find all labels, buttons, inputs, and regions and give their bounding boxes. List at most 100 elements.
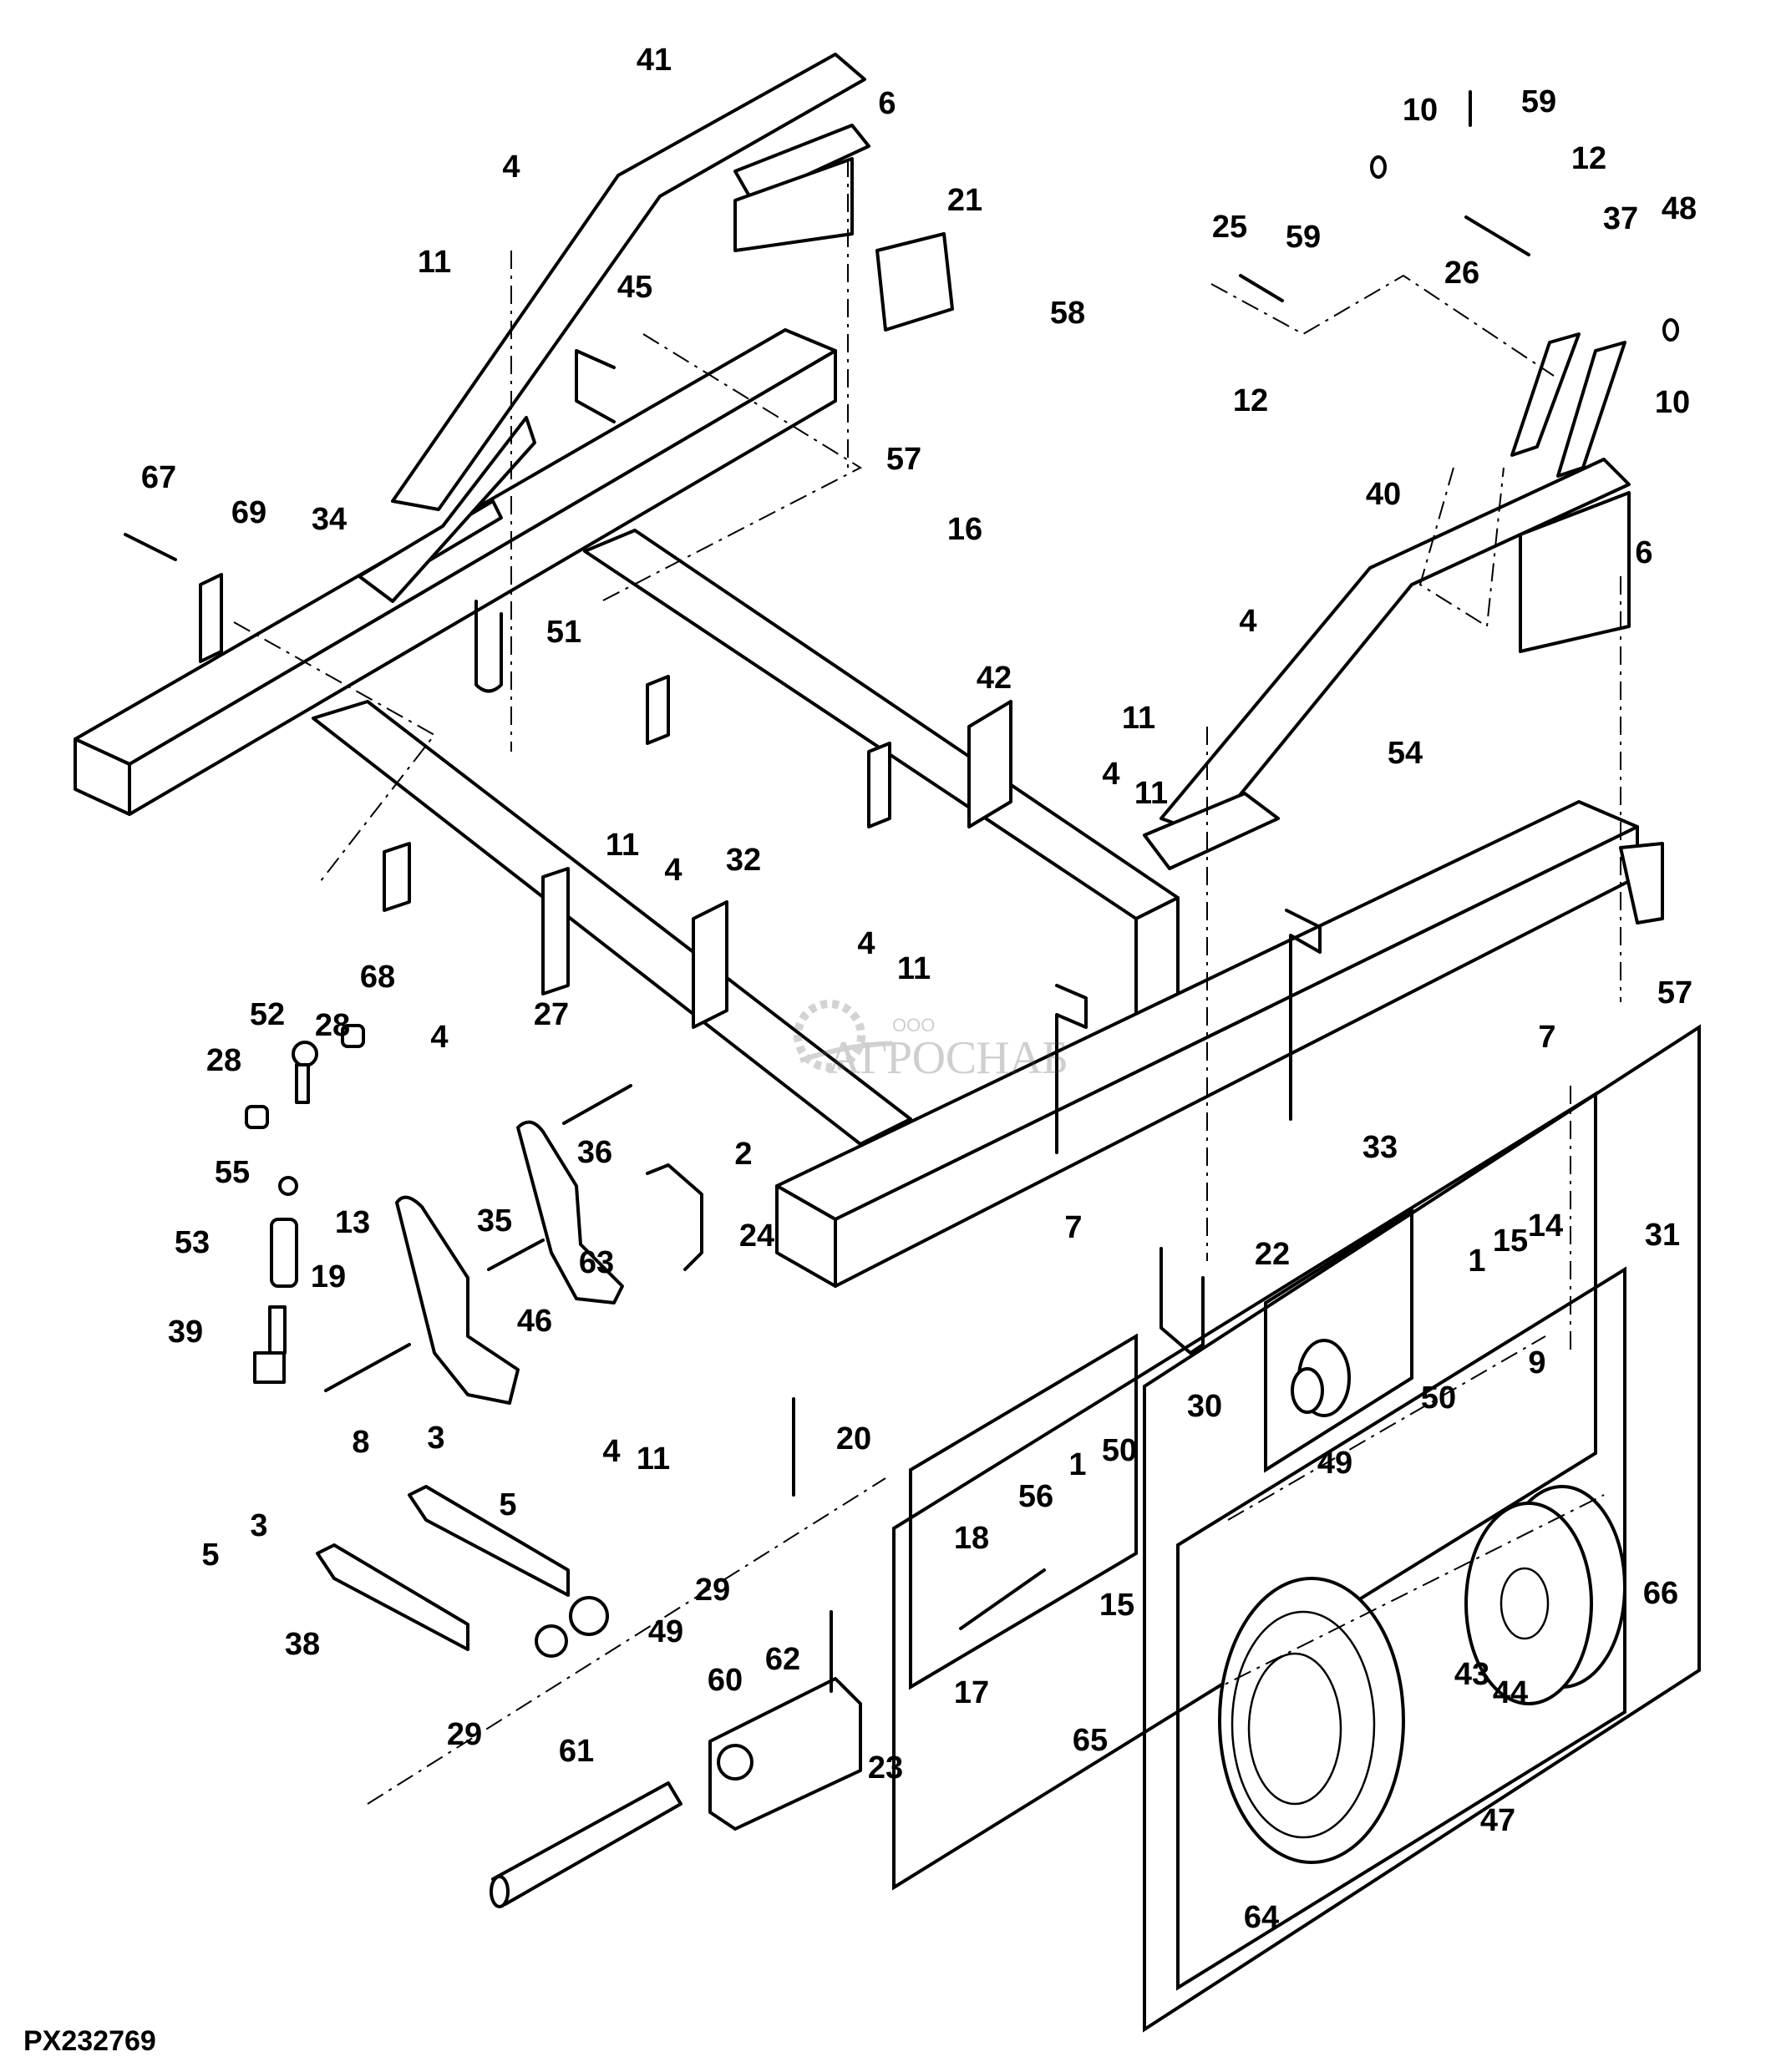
callout-60: 60 (708, 1663, 743, 1698)
callout-11: 11 (1134, 776, 1168, 811)
callout-15: 15 (1099, 1588, 1134, 1623)
frame-section-42 (583, 529, 1180, 1046)
callout-55: 55 (215, 1155, 250, 1190)
pivot-link-37 (1239, 90, 1679, 478)
callout-11: 11 (1122, 701, 1155, 736)
mount-bracket-38 (316, 1485, 609, 1658)
callout-4: 4 (664, 853, 682, 888)
callout-18: 18 (954, 1521, 989, 1556)
callout-2: 2 (734, 1137, 752, 1172)
callout-36: 36 (577, 1135, 612, 1170)
callout-49: 49 (648, 1614, 683, 1649)
callout-1: 1 (1468, 1244, 1485, 1279)
callout-59: 59 (1521, 84, 1556, 119)
callout-38: 38 (285, 1627, 320, 1662)
callout-31: 31 (1645, 1218, 1680, 1253)
callout-30: 30 (1187, 1389, 1222, 1424)
spindle-18 (959, 1568, 1046, 1630)
callout-11: 11 (606, 828, 639, 863)
callout-47: 47 (1480, 1803, 1515, 1838)
callout-50: 50 (1102, 1433, 1137, 1468)
u-bolt-22 (1159, 1247, 1205, 1355)
callout-14: 14 (1528, 1208, 1563, 1244)
callout-46: 46 (517, 1304, 552, 1339)
callout-35: 35 (477, 1203, 512, 1239)
frame-beam-34 (74, 328, 837, 816)
callout-63: 63 (579, 1245, 614, 1280)
callout-68: 68 (360, 960, 395, 995)
callout-5: 5 (499, 1487, 516, 1522)
callout-56: 56 (1018, 1479, 1053, 1514)
callout-54: 54 (1388, 736, 1423, 771)
callout-10: 10 (1655, 385, 1690, 420)
figure-id-label: PX232769 (23, 2025, 156, 2057)
callout-50: 50 (1421, 1380, 1456, 1416)
callout-28: 28 (206, 1043, 241, 1078)
pin-46 (487, 1239, 545, 1271)
callout-53: 53 (175, 1225, 210, 1260)
callout-16: 16 (947, 512, 982, 547)
callout-64: 64 (1244, 1900, 1279, 1935)
callout-3: 3 (250, 1508, 267, 1543)
callout-41: 41 (637, 43, 672, 78)
callout-4: 4 (857, 926, 875, 961)
rim-66 (1464, 1485, 1626, 1705)
callout-11: 11 (897, 951, 931, 986)
hitch-60-assembly (490, 1610, 862, 1908)
callout-10: 10 (1403, 93, 1438, 128)
pin-8 (324, 1343, 411, 1392)
callout-23: 23 (868, 1750, 903, 1786)
callout-25: 25 (1212, 210, 1247, 245)
plate-69 (199, 573, 223, 663)
callout-15: 15 (1493, 1223, 1528, 1259)
callout-49: 49 (1317, 1446, 1352, 1481)
callout-12: 12 (1571, 141, 1606, 176)
callout-48: 48 (1662, 191, 1697, 226)
callout-9: 9 (1528, 1345, 1545, 1380)
pin-27 (562, 1084, 632, 1125)
hub-30 (1291, 1339, 1351, 1417)
callout-4: 4 (1239, 604, 1256, 639)
u-bolt-51 (474, 600, 503, 693)
callout-5: 5 (201, 1538, 219, 1573)
callout-58: 58 (1050, 296, 1085, 331)
callout-4: 4 (502, 149, 520, 185)
callout-11: 11 (418, 245, 451, 280)
callout-8: 8 (352, 1425, 369, 1460)
callout-42: 42 (977, 661, 1012, 696)
callout-57: 57 (1657, 975, 1692, 1011)
callout-26: 26 (1444, 256, 1479, 291)
callout-1: 1 (1068, 1447, 1086, 1482)
callout-17: 17 (954, 1675, 989, 1710)
callout-6: 6 (1635, 535, 1652, 570)
callout-51: 51 (546, 615, 581, 650)
callout-66: 66 (1643, 1576, 1678, 1611)
callout-7: 7 (1064, 1210, 1082, 1245)
callout-39: 39 (168, 1315, 203, 1350)
callout-32: 32 (726, 843, 761, 878)
turnbuckle-assembly (245, 1024, 365, 1384)
callout-37: 37 (1603, 201, 1638, 236)
callout-7: 7 (1538, 1020, 1555, 1055)
handle-24 (646, 1163, 703, 1271)
callout-4: 4 (602, 1434, 620, 1469)
watermark: ООО АГРОСНАБ (792, 981, 1068, 1098)
kit-box-30 (1264, 1208, 1413, 1473)
callout-62: 62 (765, 1642, 800, 1677)
link-arm-36 (516, 1120, 624, 1304)
callout-19: 19 (311, 1259, 346, 1294)
callout-67: 67 (141, 460, 176, 495)
callout-29: 29 (447, 1717, 482, 1752)
callout-57: 57 (886, 442, 921, 477)
callout-45: 45 (617, 270, 652, 305)
watermark-brand: АГРОСНАБ (827, 1032, 1068, 1084)
callout-27: 27 (534, 997, 569, 1032)
callout-3: 3 (427, 1421, 444, 1456)
callout-11: 11 (637, 1441, 670, 1477)
callout-29: 29 (695, 1573, 730, 1608)
kit-box-66 (1176, 1266, 1626, 1991)
callout-52: 52 (250, 997, 285, 1032)
